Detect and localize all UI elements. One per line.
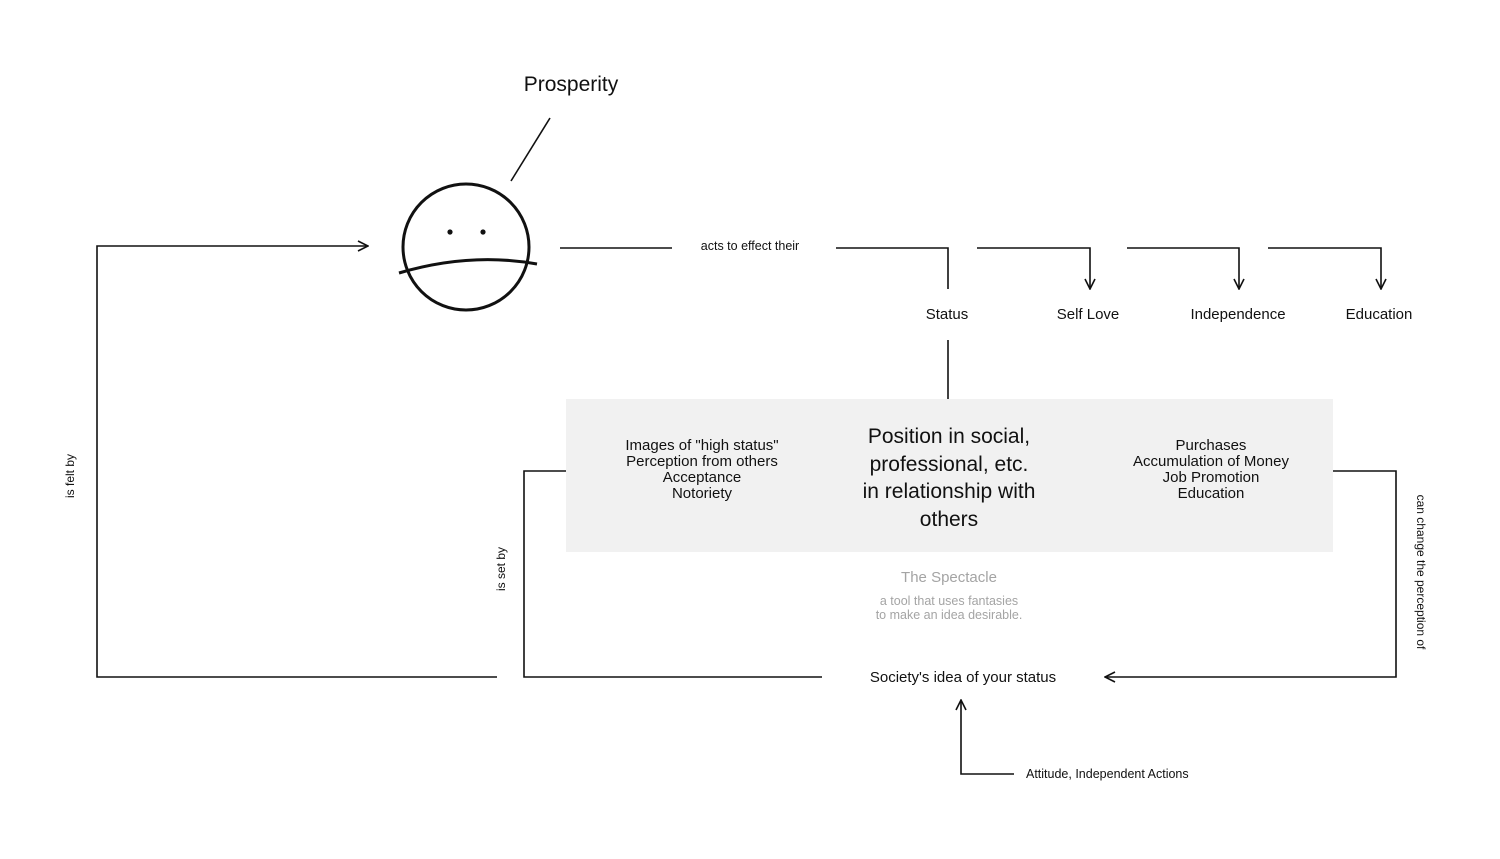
right-item: Accumulation of Money xyxy=(1133,453,1289,470)
edge-can-change xyxy=(1105,470,1397,677)
right-item: Purchases xyxy=(1175,437,1247,454)
spectacle-title: The Spectacle xyxy=(901,569,997,586)
face-eye-right xyxy=(480,229,486,235)
position-line: Position in social, xyxy=(867,425,1031,448)
node-status: Status xyxy=(925,306,969,323)
position-line: in relationship with xyxy=(862,480,1036,503)
face-eye-left xyxy=(447,229,453,235)
left-item: Images of "high status" xyxy=(625,437,779,454)
face-mouth xyxy=(398,258,538,275)
edge-is-set-by xyxy=(523,471,822,678)
edge-label-is-felt-by: is felt by xyxy=(63,454,77,499)
sad-face-icon xyxy=(401,182,531,312)
node-society: Society's idea of your status xyxy=(869,669,1057,686)
position-text: Position in social, professional, etc. i… xyxy=(863,423,1036,533)
edge-label-can-change: can change the perception of xyxy=(1414,494,1428,650)
title-pointer xyxy=(510,117,551,182)
edge-to-independence xyxy=(1127,247,1239,289)
position-box xyxy=(566,399,1333,552)
edge-to-status xyxy=(836,247,949,289)
edge-label-is-set-by: is set by xyxy=(494,547,508,592)
edge-to-self-love xyxy=(977,247,1090,289)
edge-label-acts: acts to effect their xyxy=(700,239,800,253)
left-item: Acceptance xyxy=(662,469,742,486)
right-item: Job Promotion xyxy=(1162,469,1260,486)
edge-is-felt-by xyxy=(96,246,497,678)
node-attitude: Attitude, Independent Actions xyxy=(1026,767,1189,781)
edge-attitude xyxy=(961,700,1014,775)
box-right-list: Purchases Accumulation of Money Job Prom… xyxy=(1133,438,1289,502)
position-line: professional, etc. xyxy=(869,452,1029,476)
diagram-title: Prosperity xyxy=(523,73,619,96)
node-independence: Independence xyxy=(1190,306,1286,323)
box-left-list: Images of "high status" Perception from … xyxy=(625,438,778,502)
node-education: Education xyxy=(1345,306,1413,323)
spectacle-subtitle: a tool that uses fantasies to make an id… xyxy=(876,594,1023,622)
right-item: Education xyxy=(1177,485,1245,502)
spectacle-subtitle-line: to make an idea desirable. xyxy=(875,608,1023,622)
left-item: Perception from others xyxy=(626,453,778,470)
left-item: Notoriety xyxy=(671,485,733,502)
edge-to-education xyxy=(1268,247,1381,289)
spectacle-subtitle-line: a tool that uses fantasies xyxy=(879,594,1019,608)
node-self-love: Self Love xyxy=(1056,306,1120,323)
position-line: others xyxy=(919,507,979,531)
